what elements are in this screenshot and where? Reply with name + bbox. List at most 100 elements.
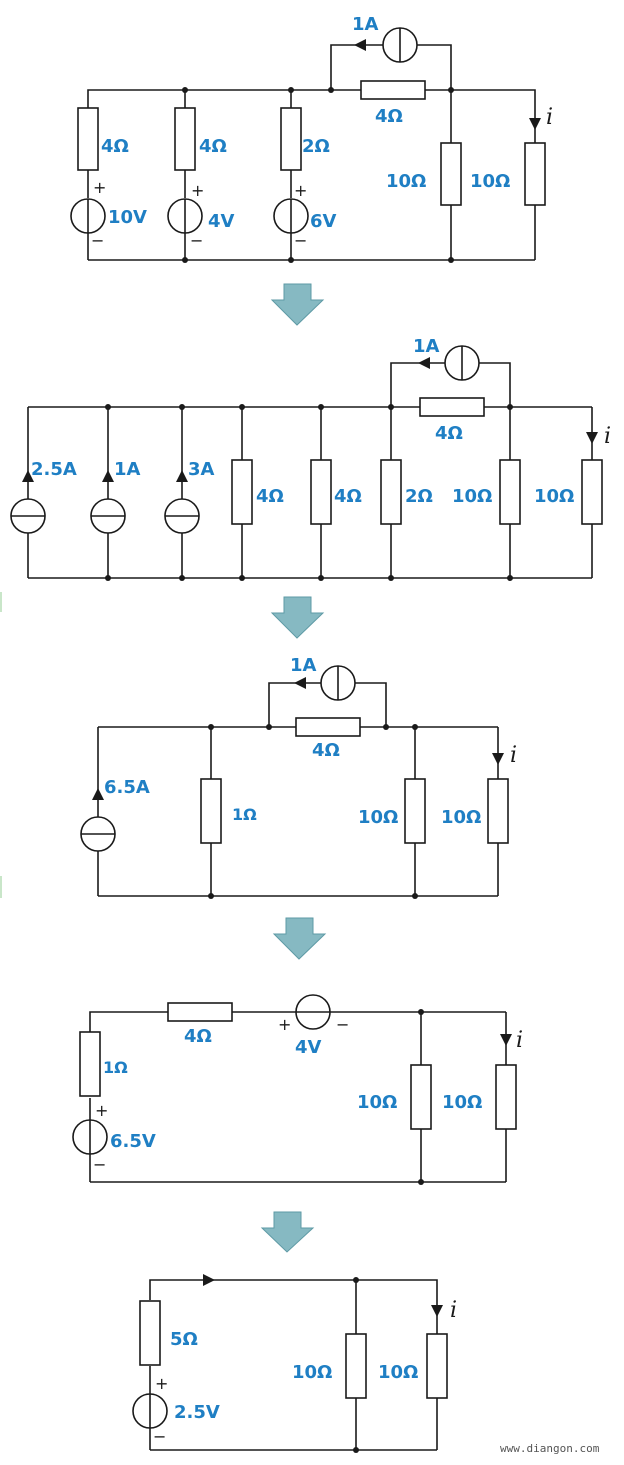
label-isrc: 1A (413, 336, 440, 357)
circuit-3: 6.5A 1Ω 10Ω 10Ω 1A 4Ω i (80, 655, 517, 899)
label-v3: 6V (310, 211, 337, 232)
resistor-load1 (410, 1064, 432, 1130)
resistor-r4 (499, 459, 521, 525)
current-source-1 (10, 470, 46, 534)
label-series-r: 4Ω (184, 1026, 212, 1047)
resistor-bridge (419, 397, 485, 417)
label-current: i (516, 1028, 523, 1053)
label-v2: 4V (208, 211, 235, 232)
plus-sign: + (191, 181, 204, 200)
edge-mark (0, 592, 2, 612)
label-i1: 2.5A (31, 459, 77, 480)
label-isrc: 1A (290, 655, 317, 676)
resistor-bridge (360, 80, 426, 100)
label-bridge: 4Ω (312, 740, 340, 761)
current-arrow (492, 753, 504, 765)
label-current: i (546, 105, 553, 130)
label-load2: 10Ω (441, 807, 481, 828)
resistor-bridge (295, 717, 361, 737)
current-source-1 (80, 788, 116, 852)
label-r1: 4Ω (256, 486, 284, 507)
label-load2: 10Ω (378, 1362, 418, 1383)
plus-sign: + (93, 178, 106, 197)
down-arrow-1 (270, 283, 325, 326)
current-arrow (586, 432, 598, 444)
edge-mark (0, 876, 2, 898)
voltage-source-v3 (273, 198, 309, 234)
resistor-r1 (79, 1031, 101, 1097)
circuit-4: 1Ω 6.5V 4Ω 4V 10Ω 10Ω i + − + − (72, 994, 523, 1185)
down-arrow-3 (272, 917, 327, 960)
minus-sign: − (153, 1427, 166, 1446)
label-r1: 5Ω (170, 1329, 198, 1350)
label-r2: 4Ω (199, 136, 227, 157)
label-bridge: 4Ω (435, 423, 463, 444)
current-arrow (500, 1034, 512, 1046)
label-r1: 1Ω (232, 805, 257, 824)
label-load1: 10Ω (357, 1092, 397, 1113)
label-v1: 6.5V (110, 1131, 156, 1152)
current-source-2 (90, 470, 126, 534)
label-load1: 10Ω (292, 1362, 332, 1383)
resistor-load1 (440, 142, 462, 206)
resistor-load1 (404, 778, 426, 844)
voltage-source-series (295, 994, 331, 1030)
label-i1: 6.5A (104, 777, 150, 798)
minus-sign: − (91, 231, 104, 250)
current-source-3 (164, 470, 200, 534)
label-r5: 10Ω (534, 486, 574, 507)
resistor-r3 (280, 107, 302, 171)
label-v1: 2.5V (174, 1402, 220, 1423)
label-isrc: 1A (352, 14, 379, 35)
minus-sign: − (294, 231, 307, 250)
label-load1: 10Ω (386, 171, 426, 192)
label-current: i (510, 743, 517, 768)
current-arrow (529, 118, 541, 130)
label-bridge: 4Ω (375, 106, 403, 127)
label-i2: 1A (114, 459, 141, 480)
resistor-r1 (200, 778, 222, 844)
resistor-load2 (487, 778, 509, 844)
resistor-r1 (139, 1300, 161, 1366)
plus-sign: + (294, 181, 307, 200)
label-series-v: 4V (295, 1037, 322, 1058)
down-arrow-2 (270, 596, 325, 639)
label-r1: 1Ω (103, 1058, 128, 1077)
voltage-source-v1 (70, 198, 106, 234)
label-load2: 10Ω (442, 1092, 482, 1113)
down-arrow-4 (260, 1211, 315, 1253)
current-source-bridge (354, 27, 418, 63)
label-r3: 2Ω (302, 136, 330, 157)
minus-sign: − (190, 231, 203, 250)
resistor-r1 (77, 107, 99, 171)
label-r4: 10Ω (452, 486, 492, 507)
resistor-load2 (524, 142, 546, 206)
current-source-bridge (294, 665, 356, 701)
resistor-r1 (231, 459, 253, 525)
label-r1: 4Ω (101, 136, 129, 157)
current-arrow (431, 1305, 443, 1317)
resistor-r2 (174, 107, 196, 171)
label-load1: 10Ω (358, 807, 398, 828)
label-r3: 2Ω (405, 486, 433, 507)
current-source-bridge (418, 345, 480, 381)
resistor-load2 (426, 1333, 448, 1399)
label-current: i (450, 1298, 457, 1323)
resistor-load2 (495, 1064, 517, 1130)
voltage-source-v1 (132, 1393, 168, 1429)
voltage-source-v2 (167, 198, 203, 234)
resistor-r3 (380, 459, 402, 525)
resistor-load1 (345, 1333, 367, 1399)
loop-arrow (203, 1274, 215, 1286)
plus-sign: + (155, 1374, 168, 1393)
resistor-series (167, 1002, 233, 1022)
circuit-5: 5Ω 2.5V 10Ω 10Ω i + − (132, 1274, 457, 1453)
voltage-source-v1 (72, 1119, 108, 1155)
label-r2: 4Ω (334, 486, 362, 507)
resistor-r5 (581, 459, 603, 525)
minus-sign: − (93, 1155, 106, 1174)
circuit-1: 4Ω 4Ω 2Ω 10V 4V 6V 1A 4Ω 10Ω 10Ω i + − +… (70, 14, 553, 263)
plus-sign: + (95, 1101, 108, 1120)
label-current: i (604, 424, 611, 449)
